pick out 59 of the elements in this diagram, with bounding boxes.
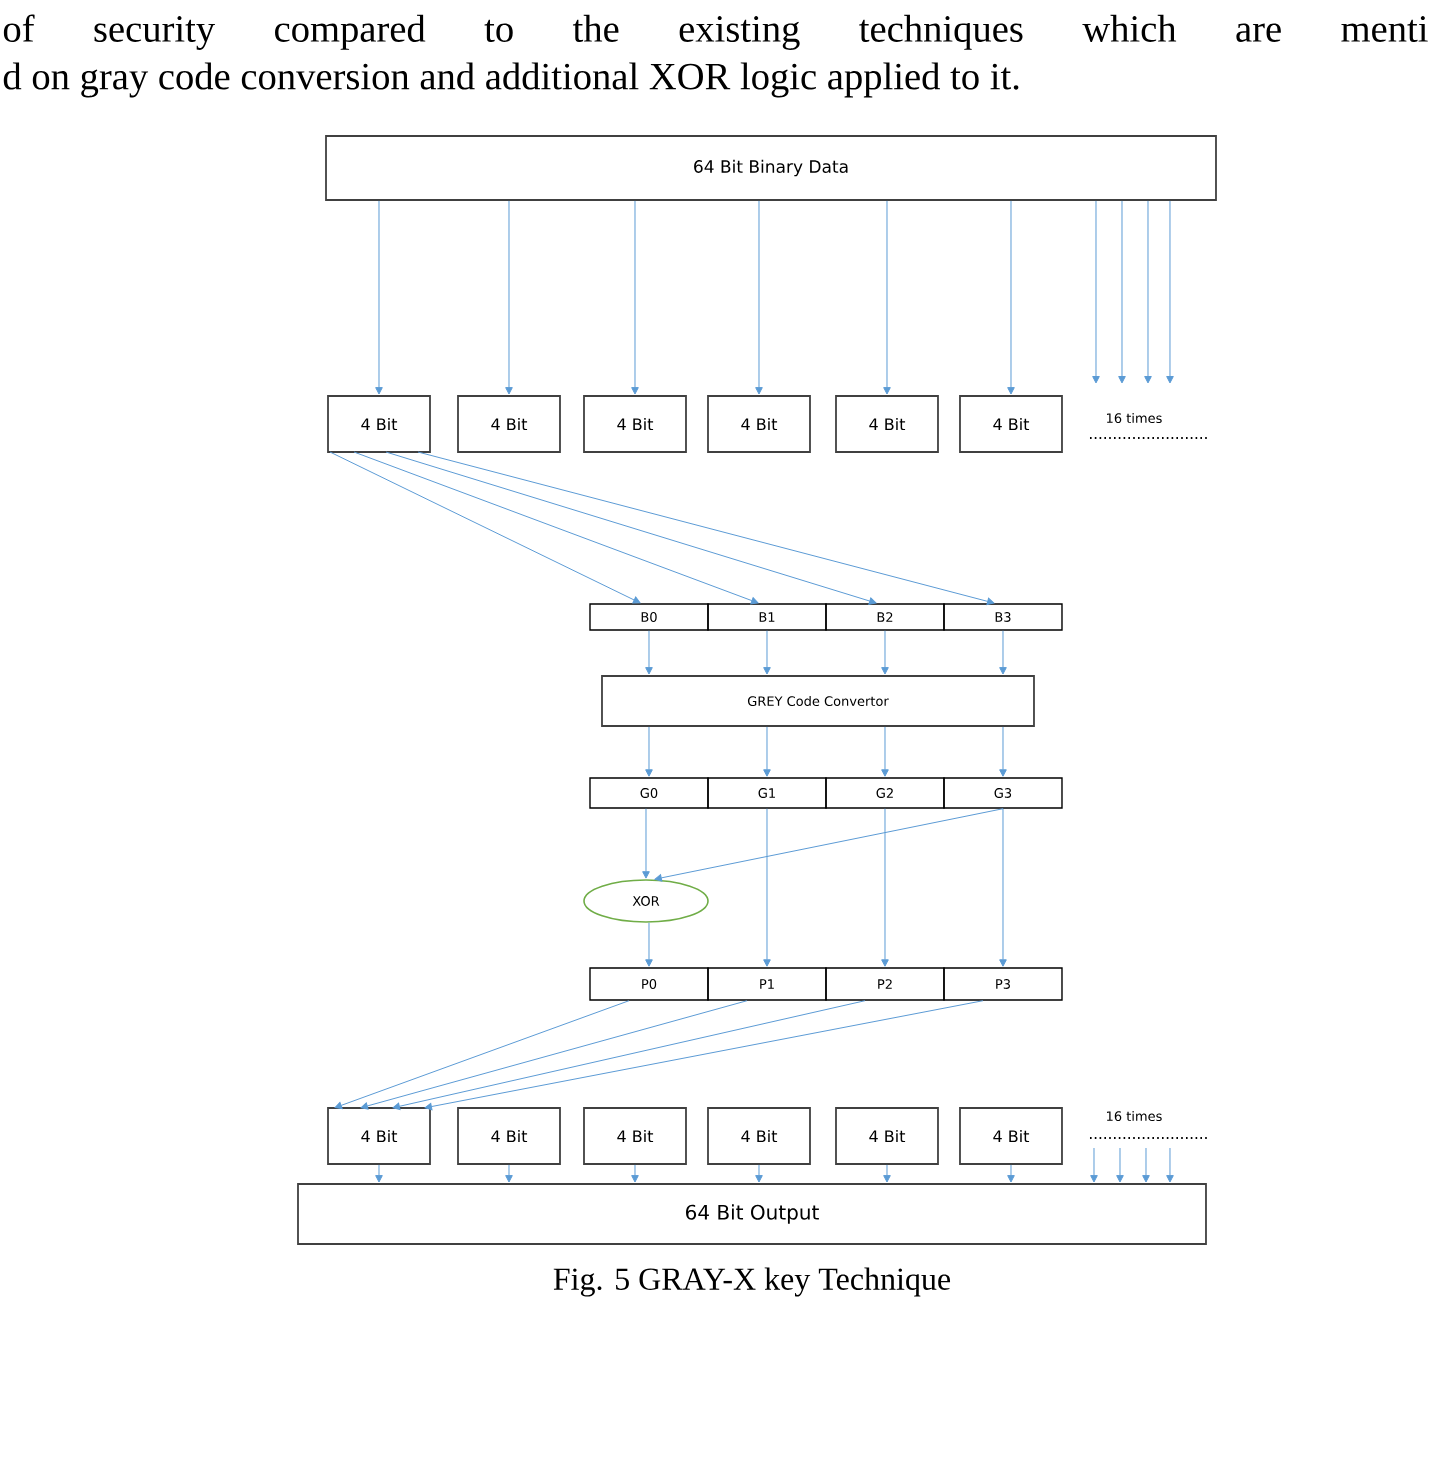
arrow [329, 451, 641, 604]
arrow [1007, 1164, 1015, 1183]
process-box: 4 Bit [959, 1107, 1063, 1165]
arrow [1118, 200, 1126, 384]
arrow [1166, 1147, 1174, 1183]
arrow [631, 1164, 639, 1183]
arrow [755, 1164, 763, 1183]
arrow [360, 1000, 748, 1110]
process-box: 4 Bit [457, 1107, 561, 1165]
arrow [763, 726, 771, 777]
paragraph-text: d on gray code conversion and additional XOR logic applied to it. [3, 62, 1019, 98]
arrow [763, 630, 771, 675]
arrow [763, 808, 771, 967]
process-box: 4 Bit [457, 395, 561, 453]
arrow [881, 630, 889, 675]
arrow [1007, 200, 1015, 395]
arrow [642, 808, 650, 879]
paragraph-text: of security compared to the existing techniques which are menti [3, 14, 1428, 50]
arrow [755, 200, 763, 395]
process-box: 4 Bit [583, 1107, 687, 1165]
arrow [645, 630, 653, 675]
process-box: 4 Bit [707, 1107, 811, 1165]
arrow [334, 1000, 630, 1110]
arrow [505, 1164, 513, 1183]
arrow [1092, 200, 1100, 384]
process-box: 4 Bit [835, 395, 939, 453]
arrow [881, 808, 889, 967]
arrow [1144, 200, 1152, 384]
process-box: 4 Bit [959, 395, 1063, 453]
arrow [353, 451, 759, 605]
arrow [385, 451, 877, 605]
arrow [645, 726, 653, 777]
arrow [881, 726, 889, 777]
process-box: 4 Bit [707, 395, 811, 453]
arrow [424, 1000, 984, 1111]
arrow [999, 808, 1007, 967]
arrow [645, 922, 653, 967]
arrow [883, 1164, 891, 1183]
arrow [505, 200, 513, 395]
arrow [392, 1000, 866, 1111]
input-box: 64 Bit Binary Data [325, 135, 1217, 201]
caption: Fig. 5 GRAY-X key Technique [553, 1267, 951, 1297]
arrow [375, 200, 383, 395]
arrow [1166, 200, 1174, 384]
output-box: 64 Bit Output [297, 1183, 1207, 1245]
arrow [375, 1164, 383, 1183]
arrow [999, 726, 1007, 777]
process-box: 4 Bit [583, 395, 687, 453]
process-box: 4 Bit [327, 1107, 431, 1165]
arrow [1116, 1147, 1124, 1183]
process-box: 4 Bit [835, 1107, 939, 1165]
arrow [999, 630, 1007, 675]
arrow [631, 200, 639, 395]
arrow [1090, 1147, 1098, 1183]
arrow [883, 200, 891, 395]
arrow [654, 808, 1004, 882]
arrow [417, 451, 995, 606]
arrow [1142, 1147, 1150, 1183]
process-box: 4 Bit [327, 395, 431, 453]
